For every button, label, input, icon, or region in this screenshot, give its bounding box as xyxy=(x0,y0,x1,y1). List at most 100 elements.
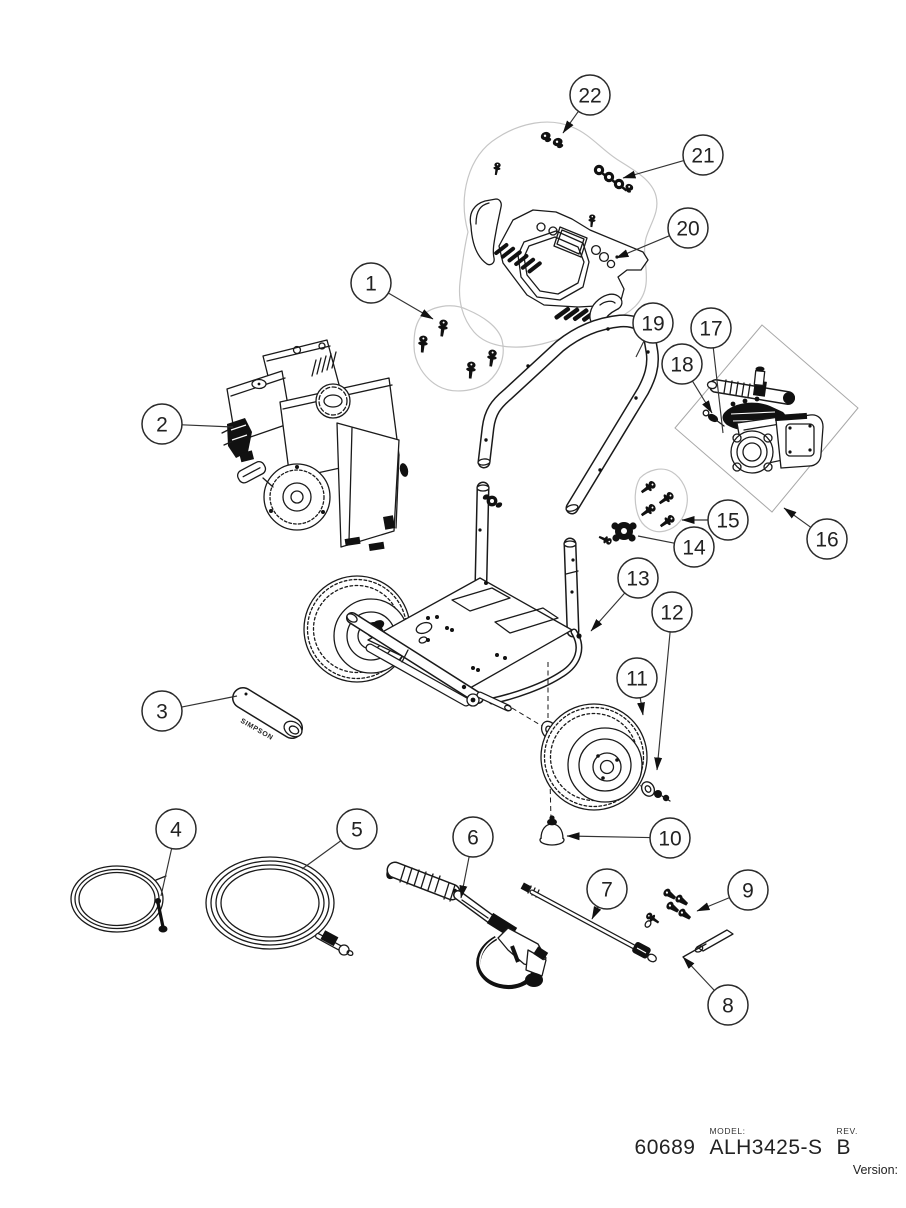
callout-14-handle-knob[interactable]: 14 xyxy=(637,526,715,568)
callout-number: 3 xyxy=(156,701,168,724)
callout-number: 21 xyxy=(691,145,714,168)
callout-balloon[interactable] xyxy=(649,817,691,859)
engine xyxy=(221,339,409,552)
callout-balloon[interactable] xyxy=(569,74,611,116)
panel-area-blob xyxy=(458,121,658,348)
callout-number: 5 xyxy=(351,819,363,842)
tube-hook xyxy=(482,494,503,508)
callout-leader xyxy=(459,856,470,899)
callout-balloon[interactable] xyxy=(667,207,709,249)
callout-leader xyxy=(637,535,675,544)
callout-balloon[interactable] xyxy=(690,307,732,349)
callout-18-pump-inlet-fitting[interactable]: 18 xyxy=(661,343,713,414)
callout-balloon[interactable] xyxy=(632,302,674,344)
control-panel xyxy=(469,198,649,327)
callout-6-spray-gun[interactable]: 6 xyxy=(452,816,494,899)
callout-leader xyxy=(696,897,730,912)
callout-22-panel-screws[interactable]: 22 xyxy=(562,74,611,134)
spray-gun xyxy=(386,861,549,989)
callout-leader xyxy=(388,292,434,320)
callout-leader xyxy=(562,110,579,134)
callout-20-control-panel[interactable]: 20 xyxy=(615,207,709,259)
callout-number: 12 xyxy=(660,602,683,625)
callout-leader xyxy=(181,424,234,428)
callout-balloon[interactable] xyxy=(673,526,715,568)
callout-5-high-pressure-hose[interactable]: 5 xyxy=(301,808,378,870)
callout-number: 20 xyxy=(676,218,699,241)
model-label: MODEL: xyxy=(709,1126,746,1136)
bolt-set-1 xyxy=(413,305,504,392)
callout-leader xyxy=(635,340,645,358)
frame-assembly xyxy=(303,481,671,846)
callout-leader xyxy=(682,956,715,991)
callout-balloon[interactable] xyxy=(141,403,183,445)
callout-balloon[interactable] xyxy=(661,343,703,385)
part-number: 60689 xyxy=(634,1136,696,1159)
callout-number: 13 xyxy=(626,568,649,591)
callout-leader xyxy=(691,380,713,414)
callout-11-wheel[interactable]: 11 xyxy=(616,657,658,716)
version-label: Version: xyxy=(852,1163,898,1177)
callout-16-pump-assembly[interactable]: 16 xyxy=(783,507,848,560)
callout-3-handle-grip[interactable]: 3 xyxy=(141,690,238,732)
callout-number: 19 xyxy=(641,313,664,336)
rev-label: REV. xyxy=(836,1126,858,1136)
callout-balloon[interactable] xyxy=(651,591,693,633)
model-number: ALH3425-S xyxy=(709,1136,823,1159)
callout-number: 14 xyxy=(682,537,706,560)
handle-bar xyxy=(477,314,659,515)
callout-17-unloader[interactable]: 17 xyxy=(690,307,732,434)
callout-7-lance[interactable]: 7 xyxy=(586,868,628,920)
rev-value: B xyxy=(836,1136,852,1159)
callout-balloon[interactable] xyxy=(617,557,659,599)
callout-number: 17 xyxy=(699,318,722,341)
callout-21-panel-hooks[interactable]: 21 xyxy=(622,134,724,179)
callout-leader xyxy=(590,592,626,632)
callout-leader xyxy=(566,832,651,841)
callout-number: 6 xyxy=(467,827,479,850)
callout-balloon[interactable] xyxy=(452,816,494,858)
callout-balloon[interactable] xyxy=(141,690,183,732)
callout-balloon[interactable] xyxy=(806,518,848,560)
callout-13-frame-pivot-bolt[interactable]: 13 xyxy=(590,557,659,632)
callout-4-siphon-hose-coil[interactable]: 4 xyxy=(155,808,197,897)
callout-number: 1 xyxy=(365,273,377,296)
callout-number: 18 xyxy=(670,354,693,377)
siphon-hose-coil xyxy=(70,865,168,933)
callout-1-panel-mounting-bolts[interactable]: 1 xyxy=(350,262,434,320)
callout-number: 8 xyxy=(722,995,734,1018)
callout-number: 7 xyxy=(601,879,613,902)
callout-number: 2 xyxy=(156,414,168,437)
callout-balloon[interactable] xyxy=(727,869,769,911)
callout-number: 4 xyxy=(170,819,182,842)
callout-leader xyxy=(712,347,724,434)
right-wheel xyxy=(540,703,648,811)
callout-balloon[interactable] xyxy=(155,808,197,850)
callout-balloon[interactable] xyxy=(350,262,392,304)
callout-10-rubber-foot[interactable]: 10 xyxy=(566,817,691,859)
callout-number: 15 xyxy=(716,510,739,533)
callout-19-handle-bar[interactable]: 19 xyxy=(632,302,674,358)
callout-balloon[interactable] xyxy=(616,657,658,699)
callout-balloon[interactable] xyxy=(336,808,378,850)
handle-knob xyxy=(597,522,637,546)
callout-balloon[interactable] xyxy=(707,499,749,541)
callout-8-nozzle-cleaning-tool[interactable]: 8 xyxy=(682,956,749,1026)
callout-leader xyxy=(654,631,671,771)
callout-leader xyxy=(301,840,342,870)
callout-balloon[interactable] xyxy=(586,868,628,910)
callout-15-pump-mounting-bolts[interactable]: 15 xyxy=(681,499,749,541)
callout-balloon[interactable] xyxy=(707,984,749,1026)
callout-9-nozzle-set[interactable]: 9 xyxy=(696,869,769,912)
callout-balloon[interactable] xyxy=(682,134,724,176)
callout-leader xyxy=(783,507,812,528)
callout-leader xyxy=(591,906,602,920)
rubber-foot xyxy=(539,815,565,846)
callout-leader xyxy=(615,235,670,259)
callout-12-axle-hardware[interactable]: 12 xyxy=(651,591,693,771)
pump-box-outline xyxy=(674,324,859,513)
callout-2-engine[interactable]: 2 xyxy=(141,403,234,445)
